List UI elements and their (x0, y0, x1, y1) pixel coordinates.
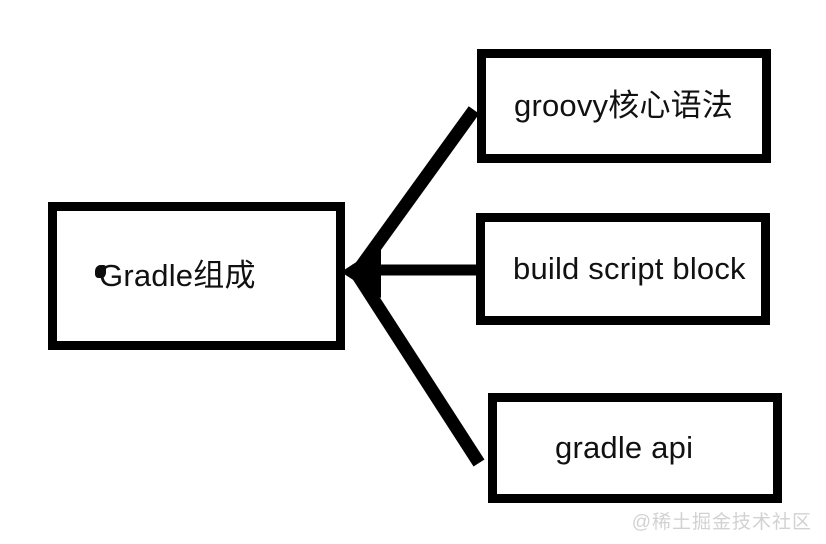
node-build-script-block[interactable]: build script block (476, 213, 770, 325)
glyph-speck-artifact (95, 265, 106, 278)
node-label-gradle-api: gradle api (555, 430, 694, 466)
edge-arrowhead-root (341, 246, 381, 298)
node-gradle-composition[interactable]: Gradle组成 (48, 202, 345, 350)
node-label-gradle-composition: Gradle组成 (99, 258, 256, 294)
node-gradle-api[interactable]: gradle api (488, 393, 782, 503)
watermark-text: @稀土掘金技术社区 (631, 512, 812, 533)
node-label-build-script-block: build script block (513, 251, 746, 287)
node-groovy-core-syntax[interactable]: groovy核心语法 (477, 49, 771, 163)
edge-line-groovy (351, 106, 480, 276)
edge-line-gradleapi (351, 270, 485, 467)
node-label-groovy-core-syntax: groovy核心语法 (514, 88, 734, 124)
